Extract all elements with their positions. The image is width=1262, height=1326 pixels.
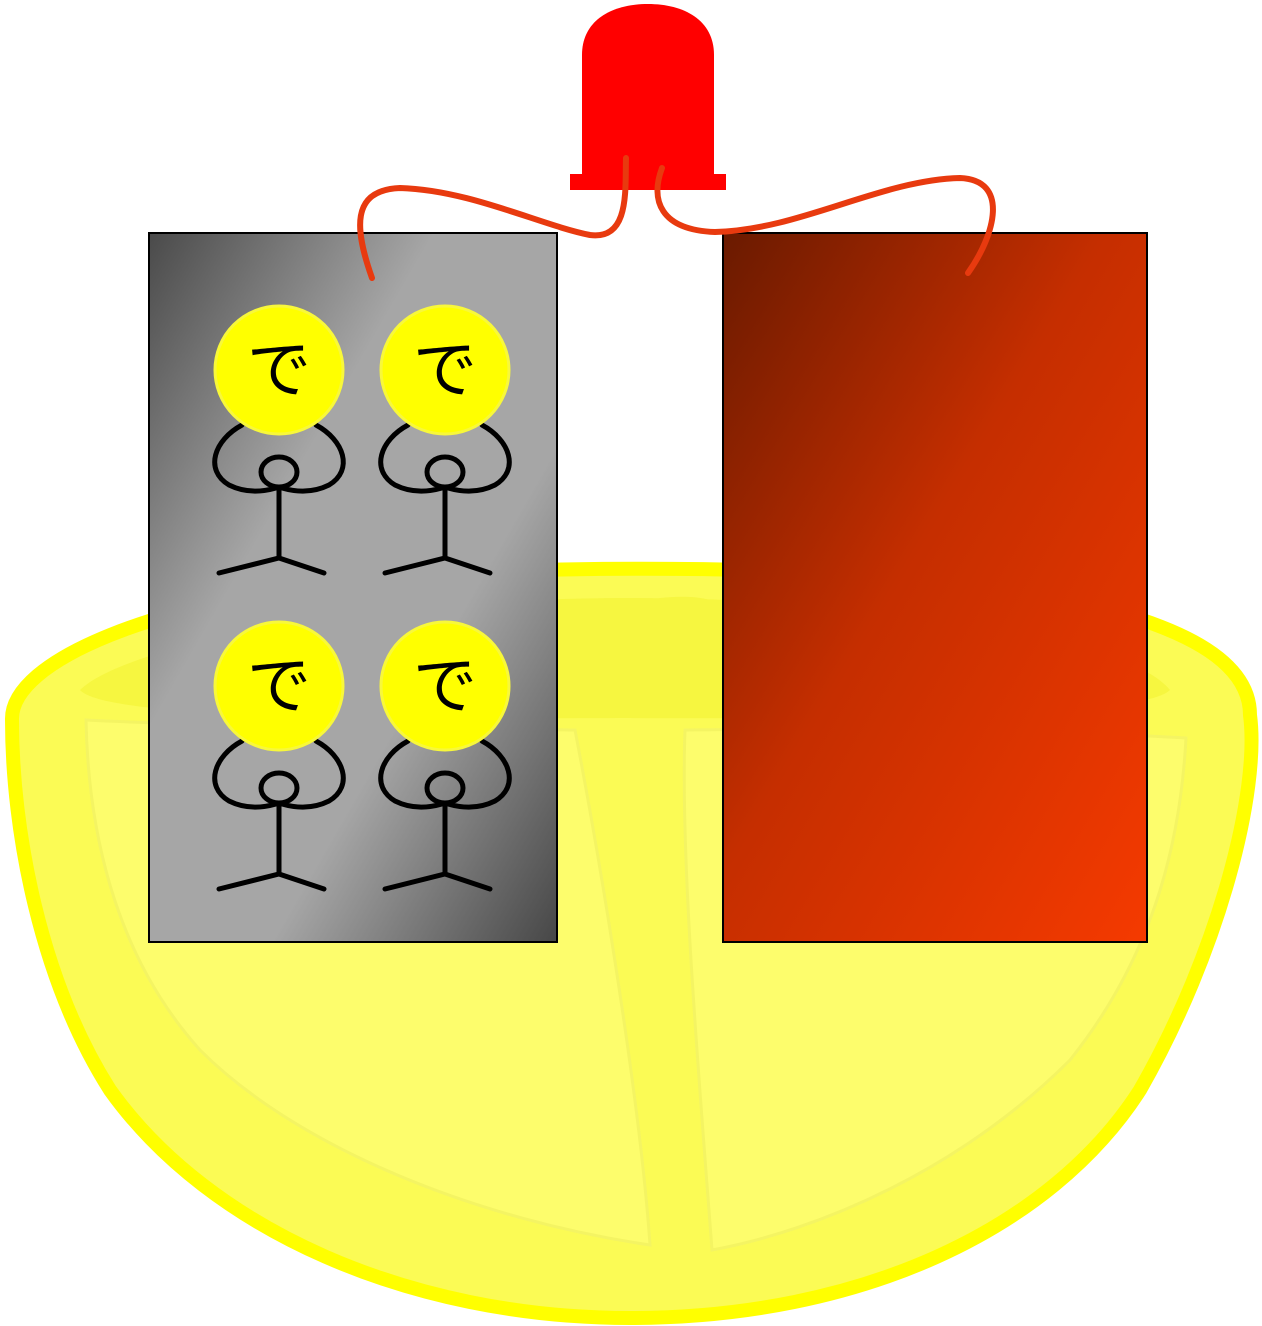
lemon-pulp-bump — [643, 596, 740, 684]
electron-label: で — [247, 650, 311, 724]
electron-carrier: で — [378, 304, 512, 576]
wire-right — [654, 165, 996, 276]
electron-ball — [213, 620, 345, 752]
electron-ball — [213, 304, 345, 436]
lemon-pulp-bump — [534, 599, 632, 688]
stick-figure-icon — [212, 422, 346, 576]
electrons-group: で で で — [212, 304, 512, 892]
electron-ball — [379, 620, 511, 752]
stick-figure-icon — [378, 422, 512, 576]
led-dome — [582, 4, 714, 175]
led-rim — [570, 174, 726, 190]
wire-left — [357, 155, 629, 281]
electron-carrier: で — [212, 304, 346, 576]
electron-label: で — [413, 334, 477, 408]
led-icon — [570, 4, 726, 190]
electron-ball — [379, 304, 511, 436]
electron-label: で — [247, 334, 311, 408]
electron-label: で — [413, 650, 477, 724]
stick-figure-icon — [212, 738, 346, 892]
electron-carrier: で — [212, 620, 346, 892]
copper-electrode — [722, 232, 1148, 943]
electron-carrier: で — [378, 620, 512, 892]
stick-figure-icon — [378, 738, 512, 892]
